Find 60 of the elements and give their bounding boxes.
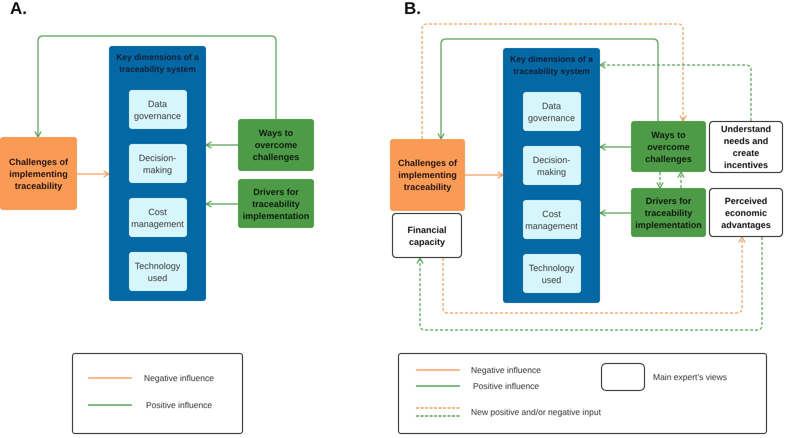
- node-label: Drivers for traceability implementation: [634, 194, 703, 230]
- item-box: [128, 198, 186, 237]
- process-box: [0, 137, 77, 210]
- container-panel: [503, 48, 600, 303]
- dashed-arrow: [677, 171, 685, 188]
- dashed-arrow: [599, 61, 752, 121]
- note-box: [392, 213, 462, 258]
- legend-label: Positive influence: [146, 399, 212, 411]
- arrow: [205, 200, 238, 208]
- node-label: Understand needs and create incentives: [720, 123, 772, 171]
- container-panel: [109, 46, 206, 301]
- panel-heading: Key dimensions of a traceability system: [115, 51, 200, 75]
- node-label: Decision-making: [138, 152, 178, 176]
- item-box: [128, 90, 186, 129]
- arrow: [437, 38, 659, 140]
- arrow: [465, 171, 504, 179]
- dashed-arrow: [421, 23, 687, 139]
- node-label: Decision-making: [532, 154, 572, 178]
- legend-label: Negative influence: [144, 372, 214, 384]
- arrow: [599, 209, 631, 217]
- dashed-arrow: [656, 172, 664, 189]
- process-box: [238, 179, 314, 228]
- node-label: Challenges of implementing traceability: [396, 157, 458, 193]
- process-box: [238, 119, 314, 171]
- panel-label: A.: [10, 0, 27, 19]
- process-box: [390, 139, 465, 211]
- node-label: Drivers for traceability implementation: [242, 186, 310, 222]
- node-label: Ways to overcome challenges: [644, 128, 693, 164]
- arrow: [205, 141, 238, 149]
- item-box: [522, 200, 580, 239]
- note-box: [709, 121, 783, 173]
- dashed-arrow: [442, 236, 746, 314]
- item-box: [522, 92, 580, 131]
- legend-label: New positive and/or negative input: [471, 406, 601, 418]
- panel-heading: Key dimensions of a traceability system: [509, 53, 594, 77]
- arrow: [34, 35, 277, 138]
- node-label: Ways to overcome challenges: [252, 127, 300, 163]
- item-box: [128, 252, 186, 291]
- note-box: [709, 188, 783, 237]
- node-label: Cost management: [130, 206, 184, 230]
- item-box: [522, 254, 580, 293]
- process-box: [631, 121, 706, 172]
- legend-label: Positive influence: [473, 380, 540, 392]
- node-label: Perceived economic advantages: [720, 194, 772, 230]
- dashed-arrow: [416, 237, 763, 331]
- node-label: Challenges of implementing traceability: [8, 156, 69, 192]
- legend-label: Negative influence: [471, 364, 541, 376]
- node-label: Technology used: [528, 262, 576, 286]
- panel-label: B.: [404, 0, 421, 19]
- node-label: Financial capacity: [406, 224, 448, 248]
- node-label: Technology used: [134, 260, 182, 284]
- arrow: [77, 170, 110, 178]
- arrow: [599, 143, 631, 151]
- item-box: [522, 146, 580, 185]
- node-label: Cost management: [524, 208, 578, 232]
- process-box: [631, 188, 706, 237]
- item-box: [128, 144, 186, 183]
- node-label: Data governance: [132, 98, 182, 122]
- node-label: Data governance: [526, 100, 576, 124]
- legend-label: Main expert’s views: [653, 371, 728, 383]
